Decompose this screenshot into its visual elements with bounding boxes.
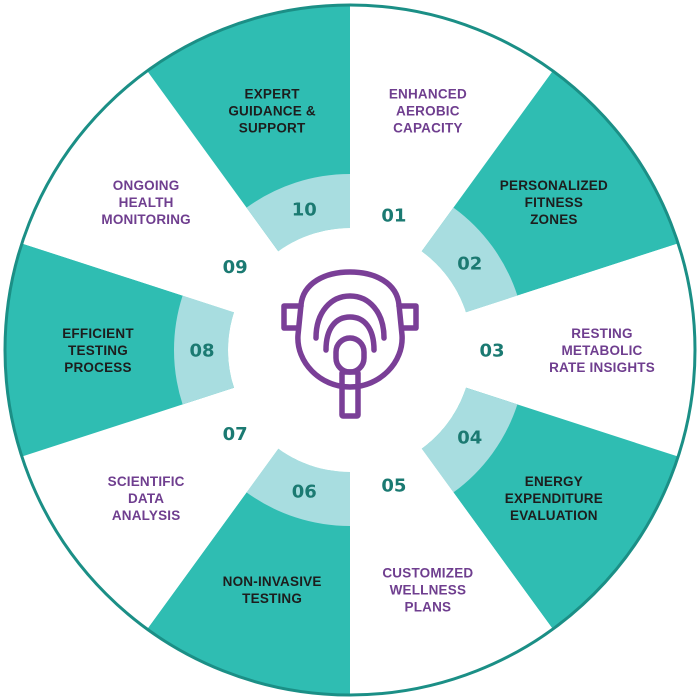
- segment-5-label-line: CUSTOMIZED: [382, 566, 473, 581]
- center-disc: [228, 228, 472, 472]
- segment-8-label-line: EFFICIENT: [62, 326, 134, 341]
- segment-9-label: ONGOING HEALTH MONITORING: [101, 178, 191, 227]
- segment-3-label-line: RATE INSIGHTS: [549, 360, 655, 375]
- oxygen-mask-icon: [281, 269, 419, 419]
- segment-9-number: 09: [223, 257, 248, 278]
- segment-1-label-line: ENHANCED: [389, 86, 467, 101]
- segment-7-label-line: SCIENTIFIC: [108, 474, 185, 489]
- segment-10-number: 10: [292, 200, 317, 221]
- segment-8-number-band: [173, 295, 234, 405]
- segments-layer: [6, 6, 694, 694]
- segment-6-label-line: NON-INVASIVE: [223, 574, 322, 589]
- segment-6-number: 06: [292, 481, 317, 502]
- segment-8-number: 08: [189, 341, 214, 362]
- segment-8-label-line: PROCESS: [64, 360, 131, 375]
- segment-7-number: 07: [223, 424, 248, 445]
- segment-5-label: CUSTOMIZED WELLNESS PLANS: [382, 566, 473, 615]
- segment-5-label-line: WELLNESS: [390, 583, 467, 598]
- segment-10-number-band: [246, 174, 350, 252]
- segment-10-label-line: GUIDANCE &: [228, 103, 316, 118]
- segment-2-number-band: [421, 207, 518, 313]
- segment-1-label: ENHANCED AEROBIC CAPACITY: [389, 86, 467, 135]
- segment-5-label-line: PLANS: [404, 600, 451, 615]
- segment-7-label-line: DATA: [128, 491, 164, 506]
- labels-layer: ENHANCED AEROBIC CAPACITY 01 PERSONALIZED FIT…: [62, 86, 655, 614]
- segment-4-number-band: [421, 387, 518, 493]
- segment-2-label: PERSONALIZED FITNESS ZONES: [500, 178, 608, 227]
- segment-3-number: 03: [479, 341, 504, 362]
- segment-6-label-line: TESTING: [242, 591, 302, 606]
- segment-1-number: 01: [381, 205, 406, 226]
- segment-2-label-line: ZONES: [530, 212, 578, 227]
- segment-10-label-line: SUPPORT: [239, 120, 306, 135]
- segment-2-number: 02: [457, 254, 482, 275]
- segment-6-number-band: [246, 448, 350, 526]
- segment-2-label-line: FITNESS: [525, 195, 583, 210]
- segment-3: [350, 243, 694, 457]
- segment-8-label: EFFICIENT TESTING PROCESS: [62, 326, 134, 375]
- segment-4-label-line: EVALUATION: [510, 508, 598, 523]
- segment-4-label-line: ENERGY: [525, 474, 583, 489]
- segment-10-label: EXPERT GUIDANCE & SUPPORT: [228, 86, 316, 135]
- wheel-outer-border: [3, 3, 697, 697]
- segment-9-label-line: ONGOING: [113, 178, 180, 193]
- segment-10-label-line: EXPERT: [245, 86, 301, 101]
- segment-3-label-line: METABOLIC: [561, 343, 642, 358]
- segment-4-label-line: EXPENDITURE: [505, 491, 603, 506]
- segment-1-label-line: AEROBIC: [396, 103, 460, 118]
- segment-7-label: SCIENTIFIC DATA ANALYSIS: [108, 474, 185, 523]
- segment-2-label-line: PERSONALIZED: [500, 178, 608, 193]
- segment-4-label: ENERGY EXPENDITURE EVALUATION: [505, 474, 603, 523]
- segment-9-label-line: MONITORING: [101, 212, 191, 227]
- segment-1-label-line: CAPACITY: [393, 120, 463, 135]
- segment-8-label-line: TESTING: [68, 343, 128, 358]
- segment-3-label-line: RESTING: [571, 326, 632, 341]
- segment-9-label-line: HEALTH: [119, 195, 174, 210]
- segment-3-label: RESTING METABOLIC RATE INSIGHTS: [549, 326, 655, 375]
- segment-4-number: 04: [457, 427, 482, 448]
- segment-5-number: 05: [381, 476, 406, 497]
- segment-6-label: NON-INVASIVE TESTING: [223, 574, 322, 606]
- segment-7-label-line: ANALYSIS: [112, 508, 181, 523]
